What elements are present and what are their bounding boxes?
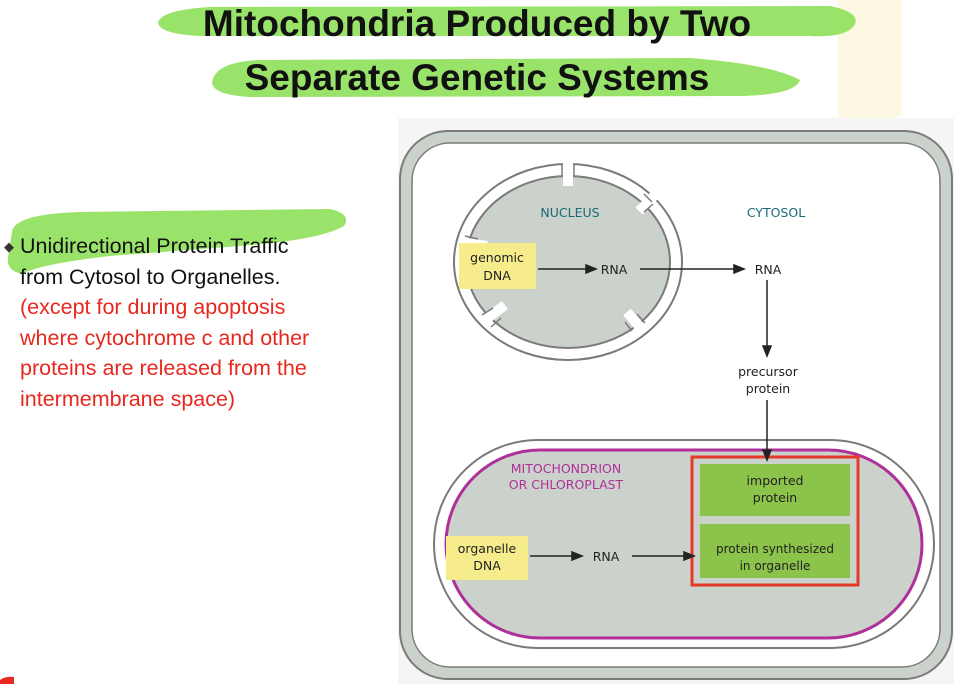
organelle-dna-box: [446, 536, 528, 580]
imported-protein-box: [700, 464, 850, 516]
title-highlight-2: [212, 58, 800, 97]
imported-protein-gap: [700, 516, 850, 524]
precursor-protein-label-line1: precursor: [738, 364, 799, 379]
bullet-main-line2: from Cytosol to Organelles.: [20, 264, 281, 289]
bullet-point: ◆ Unidirectional Protein Traffic from Cy…: [4, 231, 374, 414]
genomic-dna-label-line1: genomic: [470, 250, 524, 265]
flow-arrows: [530, 263, 773, 562]
background-decoration: [838, 0, 902, 127]
nuclear-pore-edges: [463, 164, 654, 332]
precursor-protein-label-line2: protein: [746, 381, 790, 396]
bullet-note-line2: where cytochrome c and other: [20, 325, 310, 350]
nucleus-label: NUCLEUS: [540, 205, 599, 220]
bullet-diamond-icon: ◆: [4, 239, 14, 254]
bullet-highlight: [7, 209, 347, 274]
organelle-label-line1: MITOCHONDRION: [511, 461, 621, 476]
cytosol-label: CYTOSOL: [747, 205, 805, 220]
bullet-note-line1: (except for during apoptosis: [20, 295, 286, 319]
organelle-dna-label-line2: DNA: [473, 558, 501, 573]
synthesized-protein-label-line2: in organelle: [740, 559, 811, 573]
nuclear-rna-label: RNA: [601, 262, 628, 277]
title-highlight-1: [158, 6, 856, 37]
protein-pool-outline: [690, 455, 860, 587]
genomic-dna-box: [459, 243, 536, 289]
slide-title-line2: Separate Genetic Systems: [244, 57, 710, 98]
bullet-main-line1: Unidirectional Protein Traffic: [20, 234, 289, 258]
bullet-note-line4: intermembrane space): [20, 386, 236, 411]
corner-mark: [0, 676, 14, 684]
synthesized-protein-label-line1: protein synthesized: [716, 542, 834, 556]
imported-protein-label-line1: imported: [747, 473, 804, 488]
imported-protein-label-line2: protein: [753, 490, 797, 505]
organelle-dna-label-line1: organelle: [458, 541, 517, 556]
synthesized-protein-box: [700, 524, 850, 578]
bullet-note-line3: proteins are released from the: [20, 356, 307, 380]
slide-title-line1: Mitochondria Produced by Two: [202, 3, 752, 44]
organelle-label-line2: OR CHLOROPLAST: [509, 477, 624, 492]
organelle-rna-label: RNA: [593, 549, 620, 564]
genomic-dna-label-line2: DNA: [483, 268, 511, 283]
cytosol-rna-label: RNA: [755, 262, 782, 277]
